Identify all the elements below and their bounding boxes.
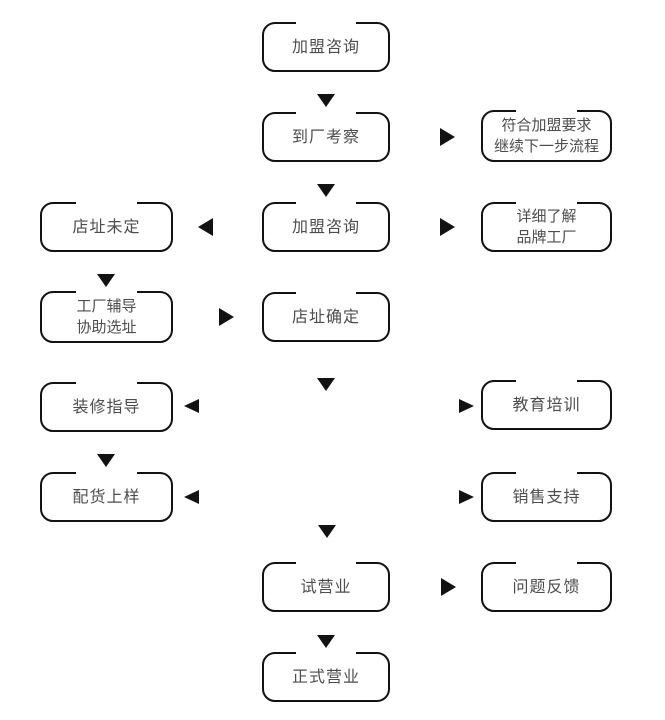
- arrow-head-left-icon: [184, 399, 199, 413]
- node-label: 到厂考察: [291, 128, 360, 146]
- arrow-factory-assist-to-site-confirmed: [197, 308, 234, 326]
- node-top-notch: [75, 291, 138, 294]
- node-problem-feedback: 问题反馈: [481, 562, 612, 612]
- arrow-trial-operation-to-feedback: [419, 578, 456, 596]
- node-top-notch: [516, 110, 577, 113]
- node-franchise-consult-1: 加盟咨询: [262, 22, 390, 72]
- arrow-head-icon: [317, 378, 335, 391]
- node-franchise-consult-2: 加盟咨询: [262, 202, 390, 252]
- node-factory-assist-site: 工厂辅导 协助选址: [40, 291, 173, 343]
- node-label: 详细了解 品牌工厂: [516, 208, 577, 246]
- node-trial-operation: 试营业: [262, 562, 390, 612]
- node-top-notch: [516, 472, 577, 475]
- node-label: 问题反馈: [512, 578, 581, 596]
- arrow-head-right-icon: [459, 399, 474, 413]
- node-label: 教育培训: [512, 396, 581, 414]
- node-label: 工厂辅导 协助选址: [76, 298, 137, 336]
- arrow-head-icon: [198, 218, 213, 236]
- node-official-opening: 正式营业: [262, 652, 390, 702]
- arrow-head-icon: [97, 274, 115, 287]
- arrow-head-icon: [441, 578, 456, 596]
- arrow-factory-visit-to-consult2: [317, 168, 335, 197]
- node-sales-support: 销售支持: [481, 472, 612, 522]
- arrow-consult2-to-know-brand: [418, 218, 455, 236]
- node-meets-requirements: 符合加盟要求 继续下一步流程: [481, 110, 612, 162]
- arrow-consult1-to-factory-visit: [317, 78, 335, 107]
- arrow-stocking-sales-support-bidirectional: [184, 490, 474, 504]
- node-top-notch: [296, 292, 356, 295]
- node-top-notch: [296, 22, 356, 25]
- node-stocking-samples: 配货上样: [40, 472, 173, 522]
- arrow-head-icon: [440, 218, 455, 236]
- node-top-notch: [75, 472, 138, 475]
- node-site-confirmed: 店址确定: [262, 292, 390, 342]
- arrow-head-right-icon: [459, 490, 474, 504]
- arrow-head-icon: [219, 308, 234, 326]
- node-top-notch: [296, 652, 356, 655]
- node-top-notch: [516, 202, 577, 205]
- node-label: 配货上样: [72, 488, 141, 506]
- node-label: 试营业: [300, 578, 352, 596]
- node-top-notch: [296, 112, 356, 115]
- node-top-notch: [516, 562, 577, 565]
- arrow-down-to-trial-operation: [318, 507, 336, 538]
- arrow-head-icon: [318, 525, 336, 538]
- arrow-head-icon: [317, 635, 335, 648]
- node-label: 正式营业: [291, 668, 360, 686]
- node-top-notch: [75, 382, 138, 385]
- node-top-notch: [516, 380, 577, 383]
- arrow-head-icon: [97, 454, 115, 467]
- arrow-factory-visit-to-meets-requirements: [418, 128, 455, 146]
- node-label: 加盟咨询: [291, 38, 360, 56]
- node-site-undecided: 店址未定: [40, 202, 173, 252]
- node-factory-visit: 到厂考察: [262, 112, 390, 162]
- arrow-head-icon: [317, 94, 335, 107]
- arrow-head-left-icon: [184, 490, 199, 504]
- node-top-notch: [75, 202, 138, 205]
- node-decor-guidance: 装修指导: [40, 382, 173, 432]
- arrow-site-undecided-to-factory-assist: [97, 258, 115, 287]
- node-label: 符合加盟要求 继续下一步流程: [493, 117, 599, 155]
- node-label: 店址确定: [291, 308, 360, 326]
- node-label: 销售支持: [512, 488, 581, 506]
- arrow-head-icon: [317, 184, 335, 197]
- node-label: 加盟咨询: [291, 218, 360, 236]
- node-label: 店址未定: [72, 218, 141, 236]
- arrow-consult2-to-site-undecided: [198, 218, 235, 236]
- arrow-decor-guidance-training-bidirectional: [184, 399, 474, 413]
- arrow-decor-guidance-to-stocking: [97, 438, 115, 467]
- node-top-notch: [296, 562, 356, 565]
- node-education-training: 教育培训: [481, 380, 612, 430]
- arrow-trial-to-official-opening: [317, 617, 335, 648]
- arrow-site-confirmed-down: [317, 357, 335, 391]
- arrow-head-icon: [440, 128, 455, 146]
- node-top-notch: [296, 202, 356, 205]
- node-label: 装修指导: [72, 398, 141, 416]
- node-know-brand-factory: 详细了解 品牌工厂: [481, 202, 612, 252]
